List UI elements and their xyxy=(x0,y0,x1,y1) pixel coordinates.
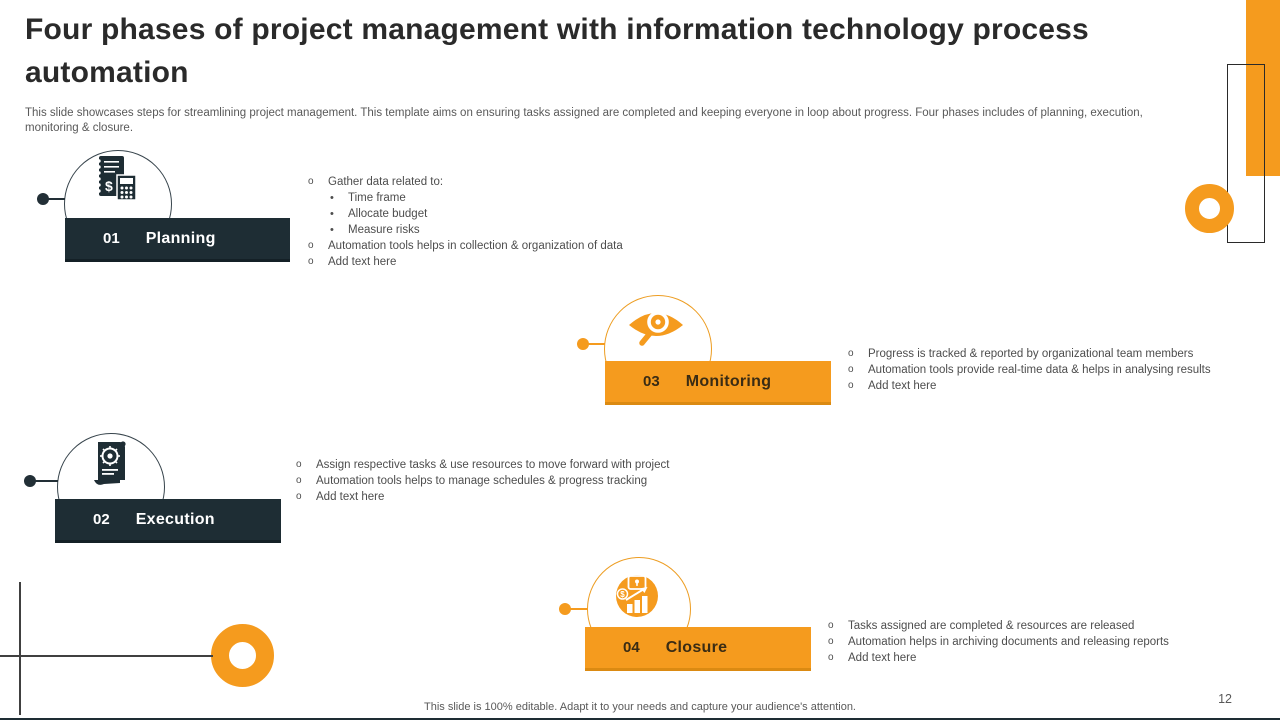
planning-connector-line xyxy=(47,198,65,200)
budget-ledger-calculator-icon: $ xyxy=(90,154,144,211)
list-item: o Add text here xyxy=(296,491,385,503)
list-item: o Assign respective tasks & use resource… xyxy=(296,459,670,471)
horizontal-line-decoration xyxy=(0,655,213,657)
list-item: o Add text here xyxy=(828,652,917,664)
closure-label-box: 04 Closure xyxy=(585,627,811,671)
list-item: • Allocate budget xyxy=(330,208,428,220)
planning-label-box: 01 Planning xyxy=(65,218,290,262)
scroll-gear-icon xyxy=(85,438,137,495)
planning-bullet-list: o Gather data related to: • Time frame •… xyxy=(308,174,688,270)
execution-bullet-list: o Assign respective tasks & use resource… xyxy=(296,457,691,505)
execution-connector-dot xyxy=(24,475,36,487)
eye-magnifier-icon xyxy=(626,306,686,353)
list-item: o Automation tools helps to manage sched… xyxy=(296,475,648,487)
footer-note: This slide is 100% editable. Adapt it to… xyxy=(424,701,856,713)
page-number: 12 xyxy=(1218,692,1232,706)
planning-label: Planning xyxy=(145,229,216,247)
closure-connector-dot xyxy=(559,603,571,615)
orange-donut-bottom-left xyxy=(211,624,274,687)
monitoring-label: Monitoring xyxy=(685,372,772,390)
monitoring-bullet-list: o Progress is tracked & reported by orga… xyxy=(848,346,1253,394)
planning-number: 01 xyxy=(103,230,120,247)
list-item: o Progress is tracked & reported by orga… xyxy=(848,348,1194,360)
closure-label: Closure xyxy=(665,638,728,656)
monitoring-connector-dot xyxy=(577,338,589,350)
list-item: o Gather data related to: xyxy=(308,176,444,188)
monitoring-label-box: 03 Monitoring xyxy=(605,361,831,405)
execution-number: 02 xyxy=(93,511,110,528)
rectangle-outline-decoration xyxy=(1227,64,1265,243)
svg-text:$: $ xyxy=(105,178,113,194)
list-item: o Tasks assigned are completed & resourc… xyxy=(828,620,1135,632)
vertical-line-decoration xyxy=(19,582,21,715)
closure-bullet-list: o Tasks assigned are completed & resourc… xyxy=(828,618,1248,666)
list-item: o Automation helps in archiving document… xyxy=(828,636,1169,648)
planning-connector-dot xyxy=(37,193,49,205)
page-title: Four phases of project management with i… xyxy=(25,13,1089,89)
list-item: o Automation tools provide real-time dat… xyxy=(848,364,1211,376)
svg-text:$: $ xyxy=(620,590,625,599)
closure-connector-line xyxy=(569,608,588,610)
monitoring-connector-line xyxy=(587,343,605,345)
monitoring-number: 03 xyxy=(643,373,660,390)
execution-label-box: 02 Execution xyxy=(55,499,281,543)
lock-growth-chart-icon: $ xyxy=(611,563,663,626)
slide-subtitle: This slide showcases steps for streamlin… xyxy=(25,107,1143,134)
list-item: o Add text here xyxy=(848,380,937,392)
orange-donut-top-right xyxy=(1185,184,1234,233)
closure-number: 04 xyxy=(623,639,640,656)
list-item: o Automation tools helps in collection &… xyxy=(308,240,623,252)
bottom-edge-line xyxy=(0,718,1280,720)
execution-connector-line xyxy=(34,480,58,482)
list-item: o Add text here xyxy=(308,256,397,268)
list-item: • Time frame xyxy=(330,192,406,204)
orange-bar-decoration xyxy=(1246,0,1280,176)
list-item: • Measure risks xyxy=(330,224,420,236)
execution-label: Execution xyxy=(135,510,215,528)
